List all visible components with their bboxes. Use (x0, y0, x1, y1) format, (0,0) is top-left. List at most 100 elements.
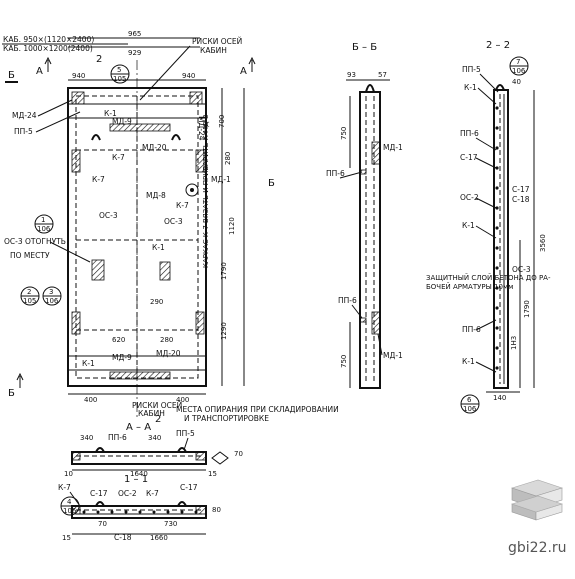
label-support-note2: И ТРАНСПОРТИРОВКЕ (184, 414, 269, 423)
plate-corner-tl (71, 91, 85, 105)
section-bb: Б – Б 93 57 МД-1 ПП-6 750 ПП-6 МД-1 750 (326, 42, 403, 389)
plate-opening-left (91, 259, 105, 281)
label-frame-note: КАРКАС К-7 ВЯЗАТЬ И ПРИВАРИТЬ К МД-8 (202, 115, 210, 269)
svg-text:106: 106 (45, 297, 59, 305)
two-pp5: ПП-5 (462, 65, 481, 74)
aa-d1640: 1640 (130, 470, 148, 478)
label-k7-mid2: К-7 (176, 201, 189, 210)
aa-level-mark (211, 451, 229, 465)
one-k7b: К-7 (146, 489, 159, 498)
dim-965: 965 (128, 30, 141, 38)
callout-7-106: 7 106 (509, 56, 529, 76)
two-c18: С-18 (512, 195, 530, 204)
label-bend-note2: ПО МЕСТУ (10, 251, 50, 260)
two-c17a: С-17 (460, 153, 478, 162)
two-d40: 40 (512, 78, 521, 86)
two-oc2: ОС-2 (460, 193, 479, 202)
two-k1c: К-1 (462, 357, 475, 366)
bb-d57: 57 (378, 71, 387, 79)
one-oc2: ОС-2 (118, 489, 137, 498)
callout-2-105: 2 105 (20, 286, 40, 306)
plate-opening-right (159, 261, 171, 281)
two-protect: ЗАЩИТНЫЙ СЛОЙ БЕТОНА ДО РА- (426, 273, 551, 282)
two-protect2: БОЧЕЙ АРМАТУРЫ 10мм (426, 282, 513, 291)
title-2-2: 2 – 2 (486, 40, 510, 51)
svg-text:106: 106 (463, 405, 477, 413)
two-k1a: К-1 (464, 83, 477, 92)
callout-3-106: 3 106 (42, 286, 62, 306)
label-md24-left: МД-24 (12, 111, 37, 120)
aa-d70: 70 (234, 450, 243, 458)
svg-text:105: 105 (23, 297, 36, 305)
svg-text:106: 106 (63, 507, 77, 515)
label-pp5: ПП-5 (14, 127, 33, 136)
one-d730: 730 (164, 520, 177, 528)
label-risk-top2: КАБИН (200, 46, 227, 55)
dim-940b: 940 (182, 72, 195, 80)
svg-text:4: 4 (67, 498, 72, 506)
bb-md1b: МД-1 (383, 351, 403, 360)
bb-pp6a: ПП-6 (326, 169, 345, 178)
plate-md1-right (195, 149, 205, 173)
callout-4-106: 4 106 (60, 496, 80, 516)
svg-text:105: 105 (113, 75, 126, 83)
dim-400a: 400 (84, 396, 97, 404)
label-support-note: МЕСТА ОПИРАНИЯ ПРИ СКЛАДИРОВАНИИ (176, 405, 339, 414)
label-md8: МД-8 (146, 191, 166, 200)
aa-slab (71, 451, 207, 465)
dim-280b: 280 (160, 336, 173, 344)
dim-400c: 290 (150, 298, 163, 306)
dim-1120: 1120 (228, 217, 236, 235)
one-d80: 80 (212, 506, 221, 514)
one-c17b: С-17 (180, 483, 198, 492)
label-k7-left: К-7 (92, 175, 105, 184)
header-line1: КАБ. 950×(1120×2400) (3, 35, 94, 44)
dim-940a: 940 (72, 72, 85, 80)
cut-mark-a-top-left: А (36, 66, 43, 77)
label-k1-top: К-1 (104, 109, 117, 118)
plate-md1-left (71, 149, 81, 173)
svg-text:6: 6 (467, 396, 472, 404)
label-risk-top: РИСКИ ОСЕЙ (192, 37, 242, 46)
callout-1-106: 1 106 (34, 214, 54, 234)
section-2-2: 2 – 2 ПП-5 7 106 40 К-1 ПП-6 С-17 ОС-2 (426, 40, 551, 414)
lifting-loop-left (91, 134, 101, 141)
one-d1660: 1660 (150, 534, 168, 542)
cut-mark-b-bottom: Б (8, 388, 15, 399)
lifting-loop-right (171, 134, 181, 141)
aa-d340: 340 (80, 434, 93, 442)
two-d1790: 1790 (523, 300, 531, 318)
dim-280: 280 (224, 152, 232, 165)
cut-mark-b-top: Б (8, 70, 15, 81)
dim-929: 929 (128, 49, 141, 57)
aa-pp5: ПП-5 (176, 429, 195, 438)
header-block: КАБ. 950×(1120×2400) КАБ. 1000×1200(2400… (2, 30, 200, 57)
label-md9-top: МД-9 (112, 117, 132, 126)
callout-6-106: 6 106 (460, 394, 480, 414)
callout-5-105: 5 105 (110, 64, 130, 84)
plate-md9-top (109, 123, 171, 132)
cut-mark-a-top-right: А (240, 66, 247, 77)
label-risk-bottom: РИСКИ ОСЕЙ (132, 401, 182, 410)
two-oc3: ОС-3 (512, 265, 531, 274)
bb-plate-top (371, 141, 381, 165)
label-md1-right: МД-1 (211, 175, 231, 184)
header-line2: КАБ. 1000×1200(2400) (3, 44, 93, 53)
bb-d750a: 750 (340, 127, 348, 140)
title-1-1: 1 – 1 (124, 474, 148, 485)
plate-lower-right (195, 311, 205, 335)
label-md24-right: МД-24 (197, 116, 206, 141)
bb-d750b: 750 (340, 355, 348, 368)
one-d15: 15 (62, 534, 71, 542)
bb-lifting-loop (365, 84, 375, 93)
label-bend-note: ОС-3 ОТОГНУТЬ (4, 237, 66, 246)
dim-700: 700 (218, 115, 226, 128)
two-rebar-dots (495, 106, 499, 370)
plate-corner-tr (189, 91, 203, 105)
plate-lower-left (71, 311, 81, 335)
one-c17a: С-17 (90, 489, 108, 498)
cut-mark-2-bottom: 2 (155, 414, 161, 425)
bb-d93: 93 (347, 71, 356, 79)
